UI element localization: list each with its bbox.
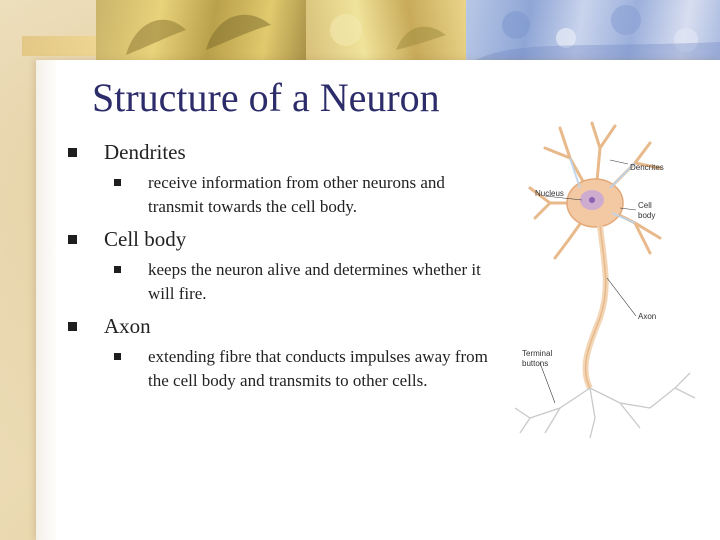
label-terminal-line1: Terminal	[522, 349, 552, 358]
axon-outline	[584, 225, 607, 389]
label-cell-body-line1: Cell	[638, 201, 652, 210]
label-axon: Axon	[638, 312, 656, 321]
sub-bullet-marker	[114, 266, 121, 273]
sub-bullet-marker	[114, 353, 121, 360]
bullet-heading-cell-body: Cell body	[104, 227, 187, 251]
label-terminal-line2: buttons	[522, 359, 548, 368]
neuron-diagram: Dencrites Nucleus Cell body Axon Termina…	[514, 121, 696, 439]
sub-bullet-marker	[114, 179, 121, 186]
label-cell-body-line2: body	[638, 211, 655, 220]
banner-leaves-artwork	[126, 5, 720, 60]
bullet-detail-cell-body: keeps the neuron alive and determines wh…	[148, 260, 481, 303]
bullet-marker	[68, 148, 77, 157]
dendrite-highlights	[569, 157, 636, 224]
slide-title: Structure of a Neuron	[92, 75, 440, 120]
decorative-banner	[96, 0, 720, 60]
bullet-marker	[68, 235, 77, 244]
terminal-branches	[514, 372, 696, 439]
decorative-strip	[22, 36, 96, 56]
nucleolus-dot	[589, 197, 595, 203]
bullet-detail-dendrites: receive information from other neurons a…	[148, 173, 445, 216]
label-leader-lines	[539, 159, 637, 404]
label-dendrites: Dencrites	[630, 163, 664, 172]
bullet-marker	[68, 322, 77, 331]
bullet-heading-axon: Axon	[104, 314, 151, 338]
bullet-heading-dendrites: Dendrites	[104, 140, 186, 164]
label-nucleus: Nucleus	[535, 189, 564, 198]
bullet-detail-axon: extending fibre that conducts impulses a…	[148, 347, 488, 390]
